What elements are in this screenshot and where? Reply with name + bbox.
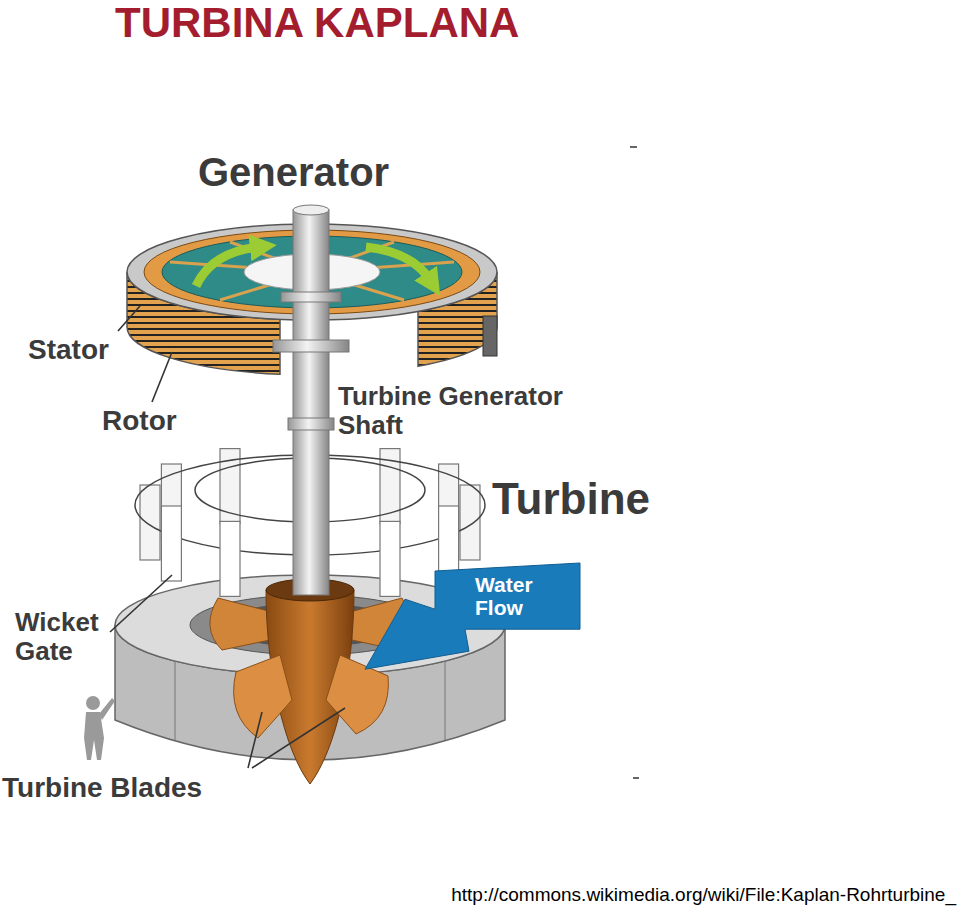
person-body [84,712,104,760]
runner-blade [234,655,292,738]
wicket-vane [220,521,240,596]
part-label: Stator [28,334,109,365]
leader-line [252,708,345,768]
turbine-generator-shaft [293,210,329,595]
wicket-vane [140,485,160,560]
part-label: Rotor [102,405,177,436]
shaft-collar [281,292,341,302]
person-head [86,696,100,710]
leader-line [118,306,140,331]
shaft-flange [288,418,334,430]
flow-arrow-shape [365,563,580,669]
wicket-gates-front [161,506,458,596]
wicket-vane [460,485,480,560]
rotation-arrow [196,247,258,286]
leader-lines [110,306,345,768]
leader-line [152,352,172,402]
base-joint [445,661,446,740]
part-label: Turbine Blades [2,772,202,803]
leader-line [248,712,262,768]
wicket-vane [380,521,400,596]
wicket-vane [161,506,181,581]
slide-mark [630,146,637,148]
slide-mark [633,777,639,779]
part-label: Generator [198,150,389,195]
shaft-flange [273,340,349,352]
flow-arrow: Water Flow [365,563,580,669]
part-label: Turbine [492,474,650,523]
leader-line [110,575,172,632]
part-label: Wicket Gate [15,608,115,666]
flow-arrow-fill [365,563,580,669]
person-figure [84,696,115,760]
person-arm [99,698,115,720]
base-joint [175,661,176,740]
runner-blade [210,598,272,650]
terminal-box [483,316,497,356]
part-label: Turbine Generator Shaft [338,382,563,440]
title-text: TURBINA KAPLANA [115,0,519,46]
rotation-arrow [366,247,430,280]
flow-label: Water Flow [475,573,575,619]
source-caption: http://commons.wikimedia.org/wiki/File:K… [451,884,956,907]
shaft-cap [293,205,329,215]
